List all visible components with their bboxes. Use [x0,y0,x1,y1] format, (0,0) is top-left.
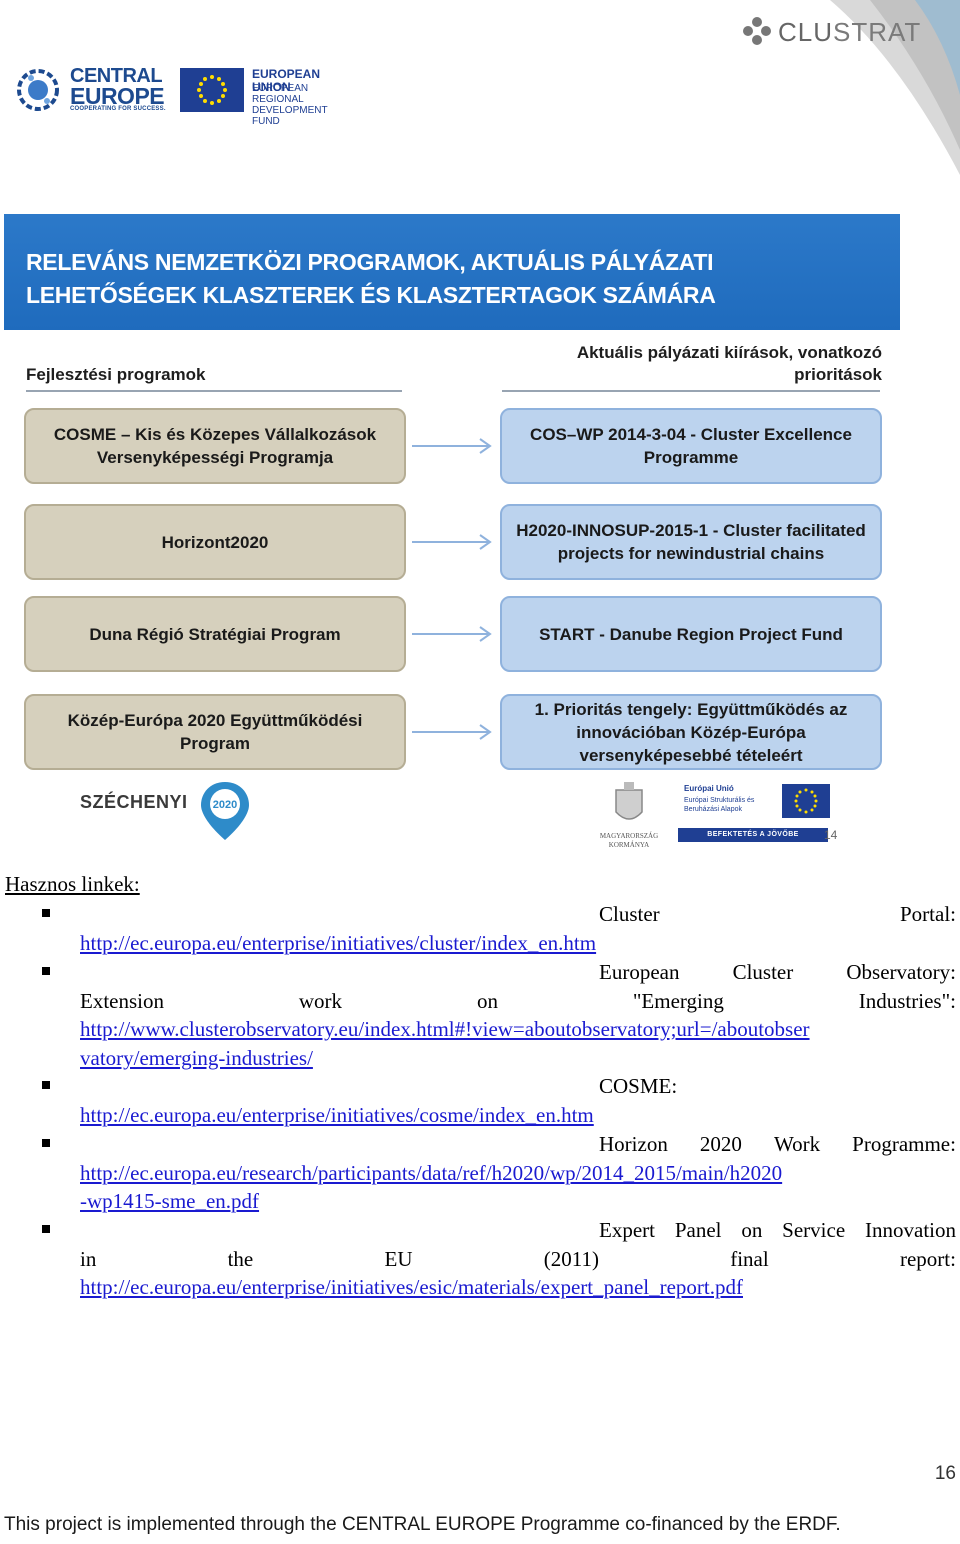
item-label-word: on [741,1216,762,1245]
program-box-horizon: Horizont2020 [24,504,406,580]
arrow-right-icon [408,624,498,644]
hungarian-government-crest: MAGYARORSZÁG KORMÁNYA [594,780,664,850]
item-label-word: 2020 [700,1130,742,1159]
call-box-central-europe: 1. Prioritás tengely: Együttműködés az i… [500,694,882,770]
program-label: Közép-Európa 2020 Együttműködési Program [36,709,394,755]
szechenyi-2020-logo: SZÉCHENYI 2020 [80,780,260,844]
bullet-icon [42,1081,50,1089]
invest-in-future-bar: BEFEKTETÉS A JÖVŐBE [678,828,828,842]
arrow-right-icon [408,722,498,742]
cluster-observatory-link[interactable]: http://www.clusterobservatory.eu/index.h… [80,1017,810,1041]
item-label-word: Programme: [852,1130,956,1159]
eu-logo-subtitle: EUROPEAN REGIONAL DEVELOPMENT FUND [252,83,352,127]
eu-erdf-logo: EUROPEAN UNION EUROPEAN REGIONAL DEVELOP… [180,68,350,114]
item-label-word: Cluster [733,958,794,987]
program-box-cosme: COSME – Kis és Közepes Vállalkozások Ver… [24,408,406,484]
item-label-word: Service [782,1216,845,1245]
item-label-word: work [299,987,342,1016]
expert-panel-link[interactable]: http://ec.europa.eu/enterprise/initiativ… [80,1275,743,1299]
clustrat-logo: CLUSTRAT [742,14,932,48]
horizon-2020-link-cont[interactable]: -wp1415-sme_en.pdf [80,1189,259,1213]
call-label: 1. Prioritás tengely: Együttműködés az i… [512,698,870,767]
eu-flag-icon [180,68,244,112]
coat-of-arms-icon [594,780,664,832]
item-label-word: report: [900,1245,956,1274]
item-label-word: Extension [80,987,164,1016]
call-box-danube: START - Danube Region Project Fund [500,596,882,672]
program-label: COSME – Kis és Közepes Vállalkozások Ver… [36,423,394,469]
call-box-horizon: H2020-INNOSUP-2015-1 - Cluster facilitat… [500,504,882,580]
list-item-expert-panel: Expert Panel on Service Innovation in th… [80,1216,956,1302]
call-box-cosme: COS–WP 2014-3-04 - Cluster Excellence Pr… [500,408,882,484]
item-label-word: Industries": [859,987,956,1016]
item-label-word: Panel [675,1216,722,1245]
list-item-cosme: COSME: http://ec.europa.eu/enterprise/in… [80,1072,956,1129]
item-label-word: the [228,1245,254,1274]
call-label: START - Danube Region Project Fund [539,623,843,646]
item-label-word: in [80,1245,96,1274]
location-pin-icon: 2020 [198,780,252,842]
item-label-word: Innovation [865,1216,956,1245]
call-label: COS–WP 2014-3-04 - Cluster Excellence Pr… [512,423,870,469]
central-europe-logo: CENTRAL EUROPE COOPERATING FOR SUCCESS. [14,66,166,114]
clustrat-flower-icon [742,16,772,46]
list-item-cluster-observatory: European Cluster Observatory: Extension … [80,958,956,1072]
slide-number: 14 [824,828,837,842]
item-label-word: Expert [599,1216,655,1245]
horizon-2020-link[interactable]: http://ec.europa.eu/research/participant… [80,1161,782,1185]
cosme-link[interactable]: http://ec.europa.eu/enterprise/initiativ… [80,1103,594,1127]
arrow-right-icon [408,532,498,552]
item-label-word: European [599,958,679,987]
logo-tagline: COOPERATING FOR SUCCESS. [70,106,166,112]
hungarian-government-text: MAGYARORSZÁG KORMÁNYA [594,832,664,850]
page-number: 16 [935,1463,956,1485]
slide-banner: Releváns nemzetközi programok, aktuális … [4,214,900,330]
call-label: H2020-INNOSUP-2015-1 - Cluster facilitat… [512,519,870,565]
slide-title: Releváns nemzetközi programok, aktuális … [26,246,886,312]
right-heading-divider [502,390,880,392]
clustrat-text-b: STRAT [833,17,921,47]
item-label-word: Observatory: [846,958,956,987]
hu-eu-subtitle: Európai Strukturális és Beruházási Alapo… [684,796,764,814]
szechenyi-year: 2020 [213,799,237,811]
item-label-word: final [730,1245,768,1274]
hu-eu-title: Európai Unió [684,784,734,793]
item-label: COSME: [599,1074,677,1098]
item-label-word: Work [774,1130,820,1159]
szechenyi-text: SZÉCHENYI [80,792,188,813]
item-label-word: Cluster [599,900,660,929]
program-label: Horizont2020 [162,531,269,554]
item-label-word: EU [385,1245,413,1274]
useful-links-heading: Hasznos linkek: [5,872,140,897]
globe-icon [14,68,66,112]
program-box-danube: Duna Régió Stratégiai Program [24,596,406,672]
embedded-slide: Releváns nemzetközi programok, aktuális … [4,214,900,854]
list-item-cluster-portal: Cluster Portal: http://ec.europa.eu/ente… [80,900,956,957]
logo-text-line2: EUROPE [70,85,164,107]
bullet-icon [42,909,50,917]
clustrat-text-a: CLU [778,17,833,47]
footer-text: This project is implemented through the … [4,1514,841,1536]
eu-flag-icon [782,784,830,818]
bullet-icon [42,1139,50,1147]
program-box-central-europe: Közép-Európa 2020 Együttműködési Program [24,694,406,770]
left-column-heading: Fejlesztési programok [26,364,206,386]
bullet-icon [42,967,50,975]
item-label-word: Horizon [599,1130,668,1159]
program-label: Duna Régió Stratégiai Program [89,623,340,646]
item-label-word: "Emerging [633,987,724,1016]
item-label-word: (2011) [544,1245,599,1274]
item-label-word: Portal: [900,900,956,929]
cluster-portal-link[interactable]: http://ec.europa.eu/enterprise/initiativ… [80,931,596,955]
list-item-horizon-2020: Horizon 2020 Work Programme: http://ec.e… [80,1130,956,1216]
arrow-right-icon [408,436,498,456]
left-heading-divider [26,390,402,392]
item-label-word: on [477,987,498,1016]
cluster-observatory-link-cont[interactable]: vatory/emerging-industries/ [80,1046,313,1070]
right-column-heading: Aktuális pályázati kiírások, vonatkozó p… [502,342,882,386]
bullet-icon [42,1225,50,1233]
